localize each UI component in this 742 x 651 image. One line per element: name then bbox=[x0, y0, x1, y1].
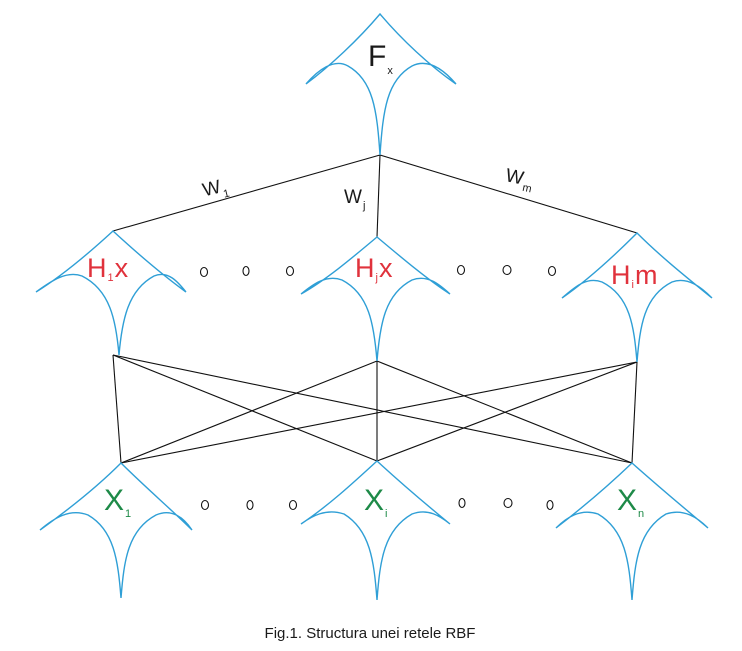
figure-caption: Fig.1. Structura unei retele RBF bbox=[265, 625, 476, 642]
ellipsis-dot bbox=[456, 264, 466, 276]
output-basis-curve bbox=[305, 12, 457, 156]
input-node-n: Xn bbox=[555, 462, 709, 601]
link-hm-f bbox=[379, 154, 638, 234]
input-ellipsis-left bbox=[200, 499, 298, 511]
hidden-label-j: Hjx bbox=[355, 253, 393, 284]
weight-label-wj: Wj bbox=[344, 187, 365, 212]
ellipsis-dot bbox=[546, 499, 554, 511]
link-x1-hm bbox=[120, 361, 638, 464]
weight-label-wm: Wm bbox=[503, 165, 536, 195]
ellipsis-dot bbox=[503, 497, 513, 509]
input-node-i: Xi bbox=[300, 460, 451, 601]
ellipsis-dot bbox=[246, 499, 254, 511]
input-basis-curve-n bbox=[555, 462, 709, 601]
link-h1-f bbox=[112, 154, 381, 232]
hidden-output-connections bbox=[112, 154, 638, 238]
link-x1-h1 bbox=[112, 354, 122, 464]
input-label-n: Xn bbox=[617, 484, 644, 520]
output-node: Fx bbox=[305, 12, 457, 156]
hidden-ellipsis-right bbox=[456, 264, 557, 277]
ellipsis-dot bbox=[458, 497, 466, 509]
ellipsis-dot bbox=[502, 264, 512, 276]
input-basis-curve-1 bbox=[39, 462, 193, 599]
hidden-basis-curve-1 bbox=[35, 230, 187, 356]
hidden-basis-curve-m bbox=[561, 232, 713, 363]
output-label: Fx bbox=[368, 40, 393, 77]
ellipsis-dot bbox=[288, 499, 298, 511]
link-xn-h1 bbox=[112, 354, 633, 464]
ellipsis-dot bbox=[285, 265, 295, 277]
hidden-node-j: Hjx bbox=[300, 236, 451, 362]
hidden-label-1: H1x bbox=[87, 253, 129, 284]
ellipsis-dot bbox=[242, 265, 250, 277]
link-xn-hm bbox=[631, 361, 638, 464]
ellipsis-dot bbox=[547, 265, 557, 277]
input-basis-curve-i bbox=[300, 460, 451, 601]
input-node-1: X1 bbox=[39, 462, 193, 599]
input-label-i: Xi bbox=[364, 484, 387, 520]
link-hj-f bbox=[376, 154, 381, 238]
input-ellipsis-right bbox=[458, 497, 554, 511]
hidden-node-1: H1x bbox=[35, 230, 187, 356]
link-xi-hm bbox=[376, 361, 638, 462]
weight-labels: W1 Wj Wm bbox=[201, 165, 536, 212]
hidden-node-m: Him bbox=[561, 232, 713, 363]
ellipsis-dot bbox=[200, 499, 210, 511]
link-x1-hj bbox=[120, 360, 378, 464]
ellipsis-dot bbox=[199, 266, 209, 278]
hidden-basis-curve-j bbox=[300, 236, 451, 362]
input-hidden-connections bbox=[112, 354, 638, 464]
link-xi-h1 bbox=[112, 354, 378, 462]
weight-label-w1: W1 bbox=[201, 175, 231, 205]
hidden-label-m: Him bbox=[611, 260, 657, 291]
hidden-ellipsis-left bbox=[199, 265, 295, 278]
link-xn-hj bbox=[376, 360, 633, 464]
input-label-1: X1 bbox=[104, 484, 131, 520]
